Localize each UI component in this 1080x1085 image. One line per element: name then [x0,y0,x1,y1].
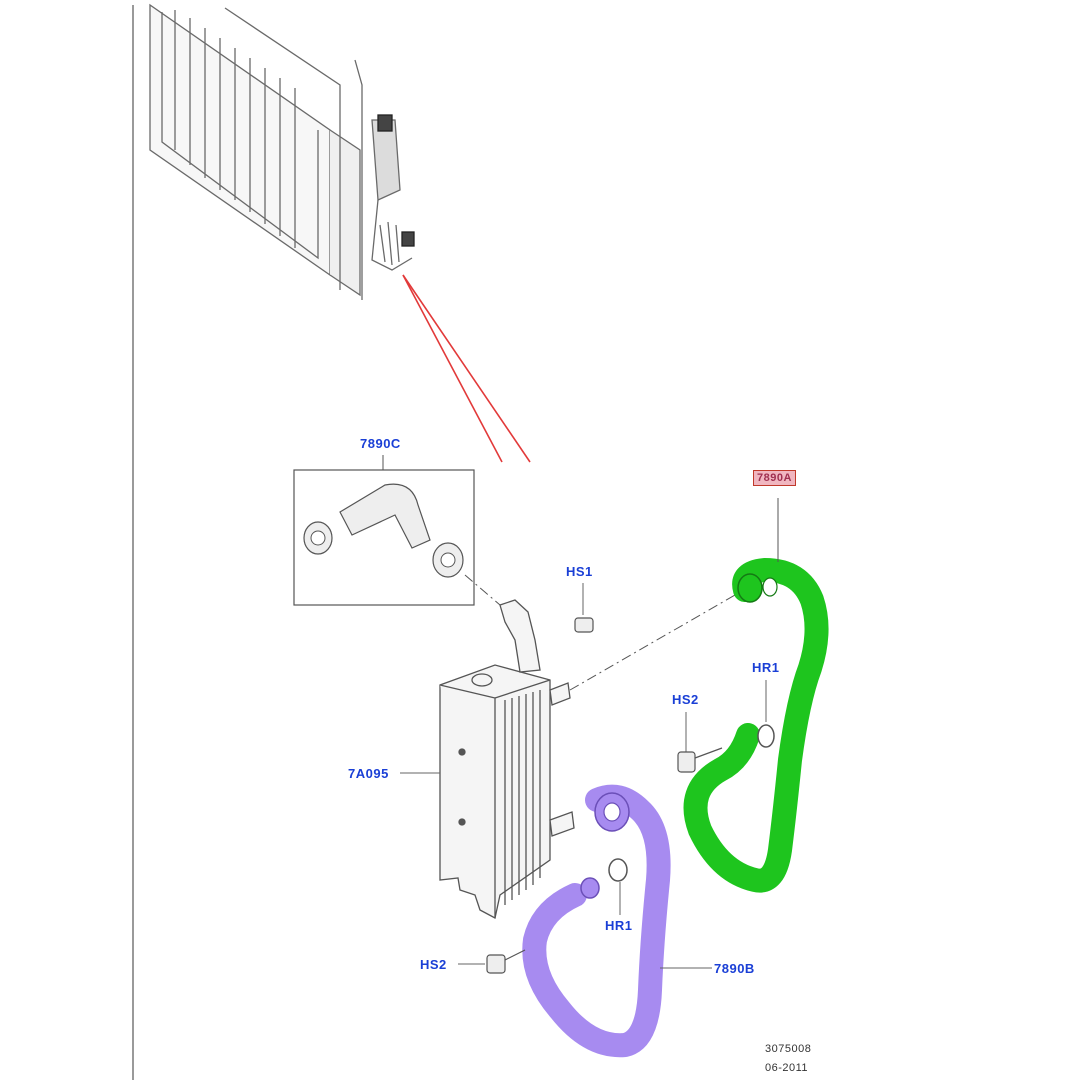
label-hr1-lower: HR1 [605,918,633,933]
label-hs2-lower: HS2 [420,957,447,972]
label-7a095: 7A095 [348,766,389,781]
label-hr1-upper: HR1 [752,660,780,675]
ring-hr1-upper [757,680,775,748]
hose-7890a-green [683,498,829,893]
clip-hs1 [574,583,594,633]
hose-7890b-purple [522,784,671,1058]
clip-hs2-upper [677,712,723,773]
label-7890b: 7890B [714,961,755,976]
ring-hr1-lower [608,858,628,915]
reference-date: 06-2011 [765,1062,809,1074]
radiator-assembly [149,3,415,300]
hose-7890c-inset [293,455,475,606]
label-7890c: 7890C [360,436,401,451]
reference-code: 3075008 [765,1043,812,1055]
oil-cooler-7a095 [439,599,575,919]
label-7890a: 7890A [753,470,796,486]
clip-hs2-lower [458,949,526,974]
dash-dot-leaders [464,574,736,691]
red-leader-lines [402,274,531,463]
label-hs1: HS1 [566,564,593,579]
label-hs2-upper: HS2 [672,692,699,707]
callout-leaders [400,772,712,969]
